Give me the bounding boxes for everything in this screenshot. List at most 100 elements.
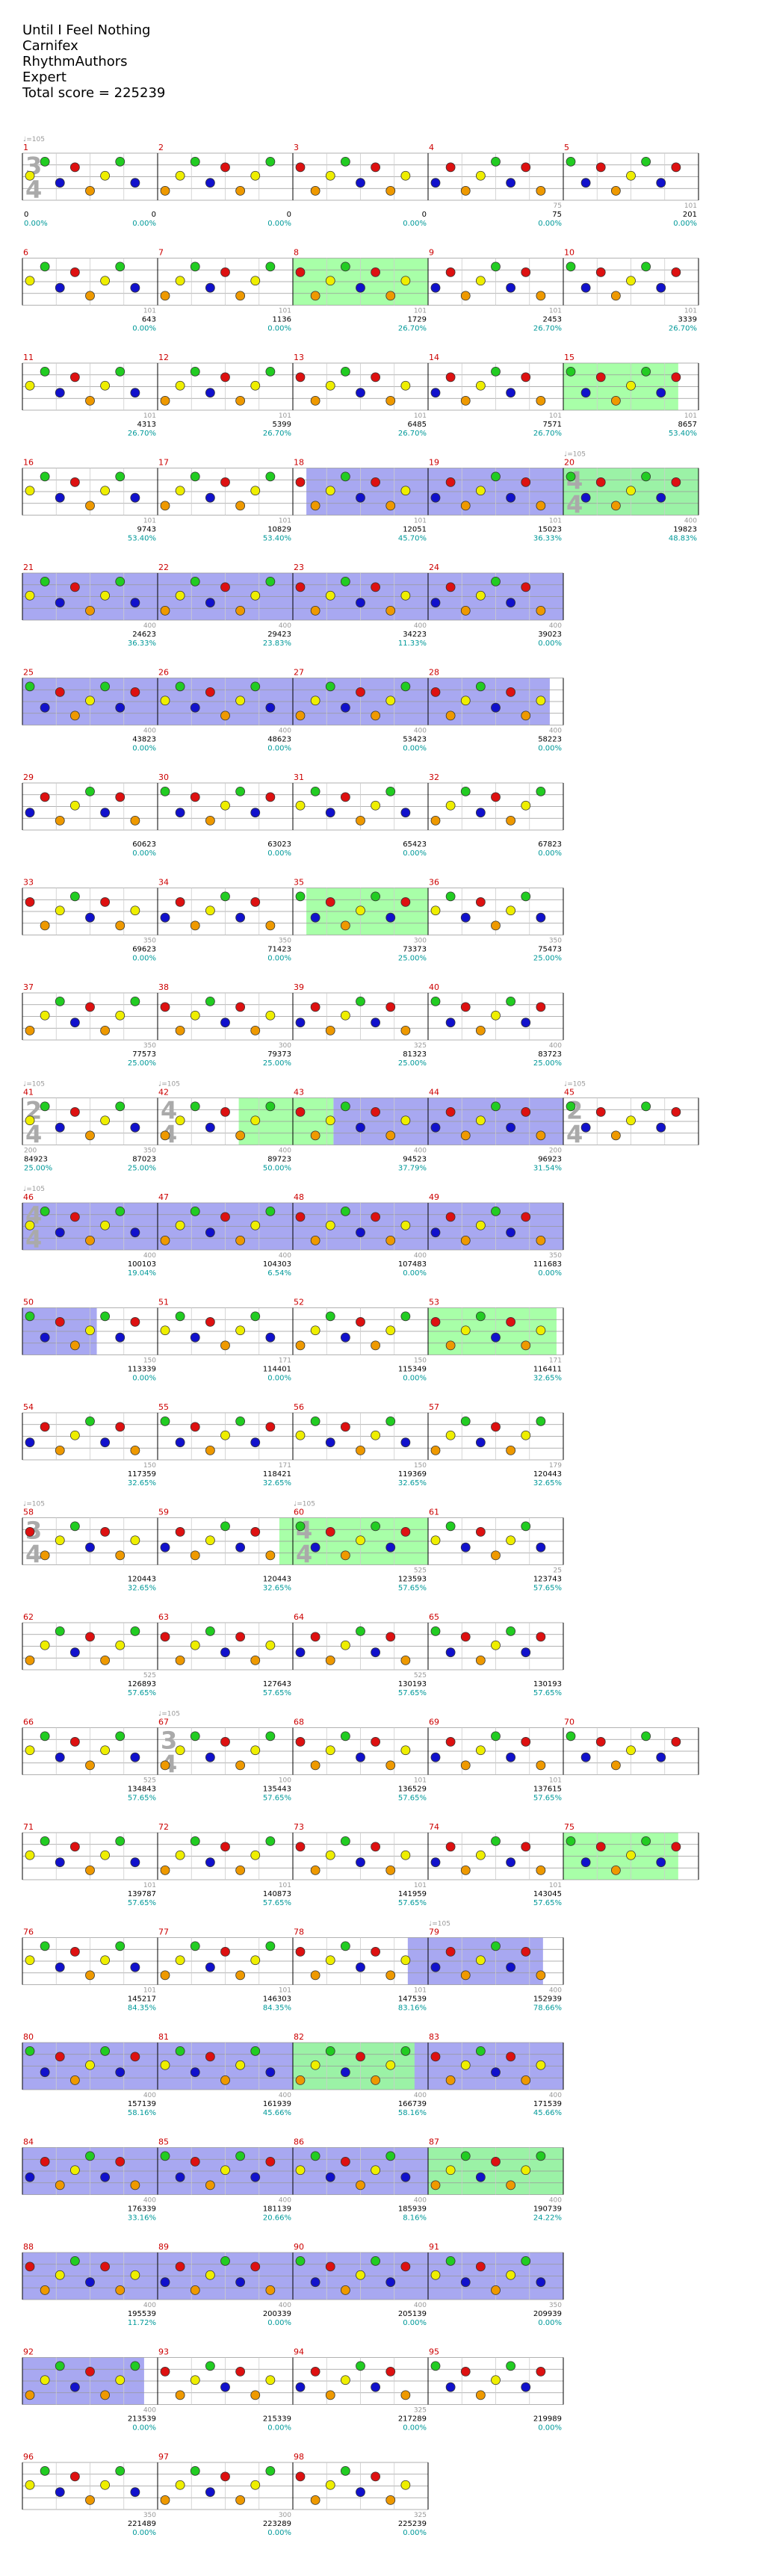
drum-note bbox=[595, 477, 606, 487]
cumulative-score: 116411 bbox=[533, 1366, 562, 1374]
drum-note bbox=[400, 1220, 411, 1230]
cumulative-score: 5399 bbox=[273, 421, 291, 429]
drum-note bbox=[115, 920, 126, 931]
cumulative-score: 7571 bbox=[543, 421, 562, 429]
cumulative-score: 130193 bbox=[398, 1680, 427, 1688]
sp-percentage: 0.00% bbox=[267, 955, 291, 963]
drum-note bbox=[445, 2255, 456, 2266]
drum-note bbox=[250, 1115, 261, 1126]
measure-subtotal: 150 bbox=[414, 1357, 427, 1365]
time-signature-bottom: 4 bbox=[566, 1121, 583, 1149]
drum-note bbox=[656, 178, 666, 188]
measure-subtotal: 400 bbox=[279, 2197, 291, 2205]
drum-note bbox=[310, 2277, 320, 2288]
drum-note bbox=[340, 1332, 350, 1343]
drum-note bbox=[175, 2390, 185, 2400]
sp-percentage: 58.16% bbox=[128, 2109, 156, 2117]
drum-note bbox=[190, 2465, 200, 2476]
time-signature-bottom: 4 bbox=[25, 1225, 42, 1254]
drum-note bbox=[340, 156, 350, 167]
drum-note bbox=[430, 1752, 441, 1762]
drum-note bbox=[115, 702, 126, 713]
sp-percentage: 32.65% bbox=[398, 1479, 427, 1487]
measure-number: 92 bbox=[23, 2347, 34, 2357]
drum-note bbox=[430, 388, 441, 398]
drum-note bbox=[566, 156, 576, 167]
cumulative-score: 63023 bbox=[267, 840, 291, 849]
drum-note bbox=[310, 696, 320, 706]
drum-note bbox=[115, 1332, 126, 1343]
drum-note bbox=[265, 2375, 276, 2385]
cumulative-score: 221489 bbox=[128, 2520, 156, 2528]
measure-number: 95 bbox=[429, 2347, 439, 2357]
sp-percentage: 0.00% bbox=[132, 325, 156, 333]
measure-number: 39 bbox=[294, 982, 304, 992]
drum-note bbox=[521, 1946, 531, 1957]
time-signature-bottom: 4 bbox=[566, 491, 583, 519]
drum-note bbox=[595, 1842, 606, 1852]
measure-subtotal: 350 bbox=[143, 2512, 156, 2519]
drum-note bbox=[371, 372, 381, 383]
drum-note bbox=[310, 786, 320, 796]
sp-percentage: 57.65% bbox=[263, 1689, 291, 1697]
drum-note bbox=[115, 576, 126, 586]
drum-note bbox=[130, 1122, 140, 1133]
drum-note bbox=[25, 2480, 35, 2490]
drum-note bbox=[626, 1115, 636, 1126]
drum-note bbox=[656, 492, 666, 503]
drum-note bbox=[400, 808, 411, 818]
sp-percentage: 0.00% bbox=[403, 1269, 427, 1278]
cumulative-score: 223289 bbox=[263, 2520, 291, 2528]
measure-number: 57 bbox=[429, 1402, 439, 1412]
drum-note bbox=[130, 2361, 140, 2371]
drum-note bbox=[190, 702, 200, 713]
drum-note bbox=[385, 1865, 396, 1875]
measure-subtotal: 400 bbox=[279, 2302, 291, 2309]
drum-note bbox=[475, 1955, 486, 1966]
drum-note bbox=[445, 1212, 456, 1222]
drum-note bbox=[506, 2052, 516, 2062]
drum-note bbox=[69, 1647, 80, 1658]
drum-note bbox=[325, 1437, 335, 1448]
drum-note bbox=[250, 2046, 261, 2056]
sp-percentage: 84.35% bbox=[128, 2004, 156, 2013]
drum-note bbox=[460, 786, 471, 796]
drum-note bbox=[250, 2172, 261, 2182]
measure-number: 78 bbox=[294, 1928, 304, 1937]
measure-subtotal: 400 bbox=[143, 2092, 156, 2099]
drum-note bbox=[356, 1962, 365, 1972]
drum-note bbox=[235, 1760, 246, 1771]
drum-note bbox=[356, 2270, 365, 2280]
cumulative-score: 190739 bbox=[533, 2205, 562, 2214]
drum-note bbox=[536, 912, 546, 923]
drum-note bbox=[295, 1212, 306, 1222]
sp-percentage: 0.00% bbox=[403, 2319, 427, 2327]
drum-note bbox=[445, 2165, 456, 2176]
drum-note bbox=[130, 492, 140, 503]
drum-note bbox=[250, 1526, 261, 1537]
drum-note bbox=[325, 2172, 335, 2182]
drum-note bbox=[235, 1002, 246, 1012]
sp-percentage: 37.79% bbox=[398, 1165, 427, 1173]
sp-percentage: 26.70% bbox=[398, 430, 427, 438]
drum-note bbox=[566, 1101, 576, 1112]
measure-number: 83 bbox=[429, 2032, 439, 2042]
cumulative-score: 117359 bbox=[128, 1470, 156, 1479]
drum-note bbox=[536, 1002, 546, 1012]
drum-note bbox=[55, 816, 65, 826]
drum-note bbox=[160, 2366, 170, 2377]
drum-note bbox=[175, 1311, 185, 1322]
cumulative-score: 200339 bbox=[263, 2310, 291, 2318]
measure-number: 4 bbox=[429, 143, 434, 152]
drum-note bbox=[325, 681, 335, 692]
drum-note bbox=[250, 590, 261, 601]
drum-note bbox=[265, 2285, 276, 2295]
drum-note bbox=[310, 1325, 320, 1336]
drum-note bbox=[385, 912, 396, 923]
measure-subtotal: 400 bbox=[549, 2092, 562, 2099]
measure-number: 81 bbox=[158, 2032, 169, 2042]
drum-note bbox=[25, 681, 35, 692]
drum-note bbox=[175, 2480, 185, 2490]
sp-percentage: 0.00% bbox=[538, 1269, 562, 1278]
drum-note bbox=[265, 1550, 276, 1561]
